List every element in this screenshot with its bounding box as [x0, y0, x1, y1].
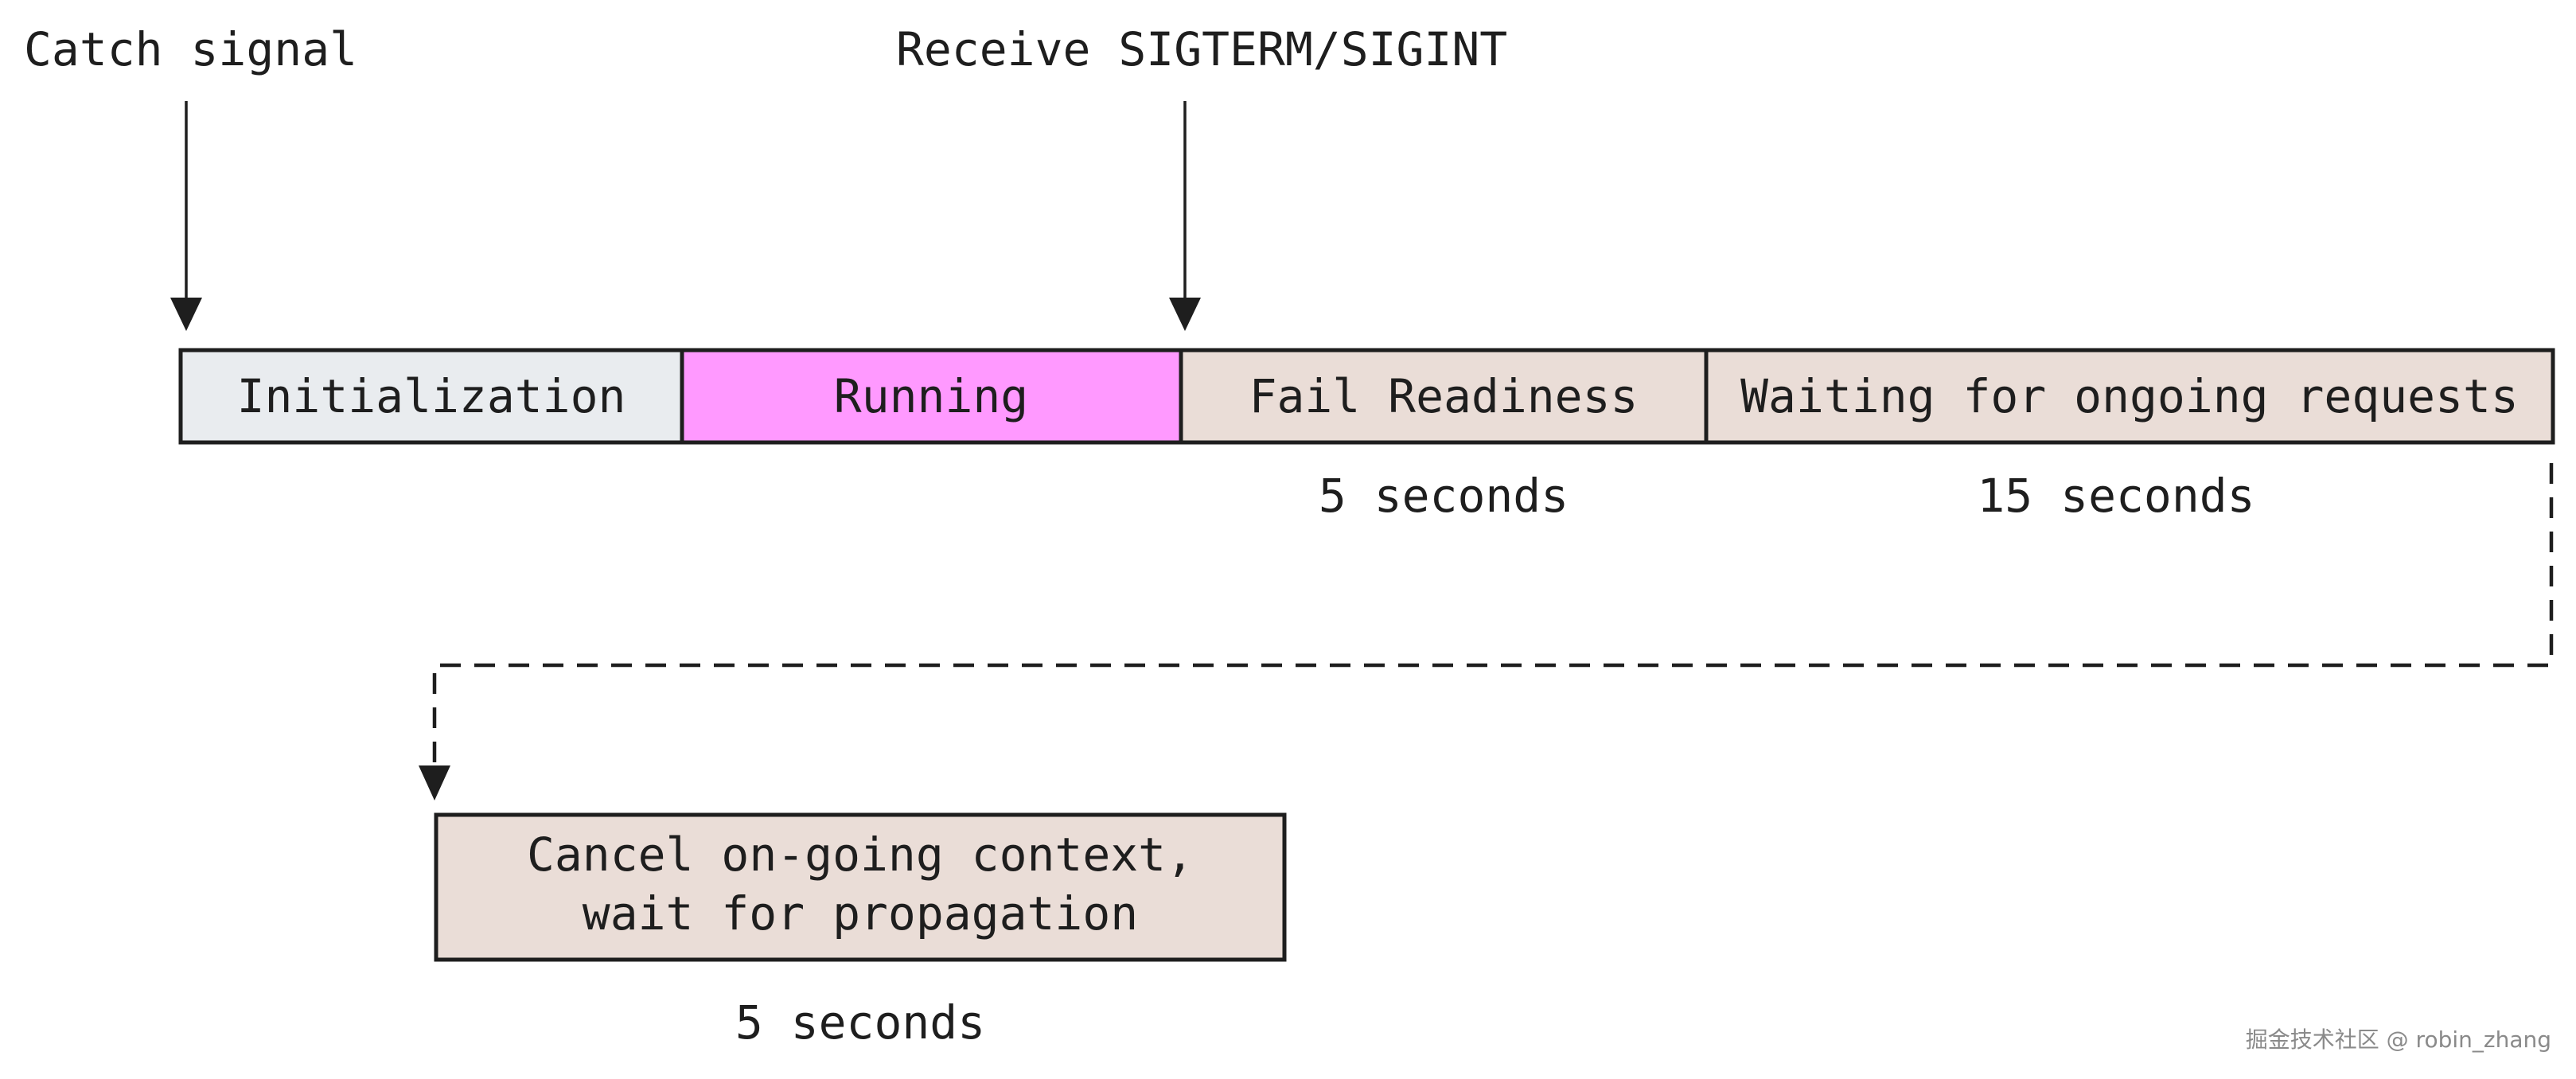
cancel-step-duration: 5 seconds — [735, 995, 985, 1050]
fail-readiness-duration: 5 seconds — [1319, 469, 1569, 523]
catch-signal-arrowhead — [170, 298, 202, 331]
receive-signal-label: Receive SIGTERM/SIGINT — [896, 22, 1507, 76]
cancel-step-box — [434, 812, 1287, 962]
segment-fail-readiness — [1179, 348, 1709, 445]
cancel-step-line2: wait for propagation — [583, 886, 1138, 941]
catch-signal-label: Catch signal — [24, 22, 357, 76]
segment-waiting-requests — [1704, 348, 2555, 445]
segment-fail-readiness-label: Fail Readiness — [1249, 369, 1639, 423]
segment-running-label: Running — [834, 369, 1028, 423]
cancel-step-line1: Cancel on-going context, — [527, 828, 1194, 882]
segment-waiting-requests-label: Waiting for ongoing requests — [1740, 369, 2519, 423]
waiting-requests-duration: 15 seconds — [1977, 469, 2254, 523]
segment-initialization-label: Initialization — [237, 369, 626, 423]
dashed-connector — [432, 463, 2554, 764]
segment-running — [680, 348, 1183, 445]
dashed-connector-arrowhead — [419, 765, 450, 800]
timeline-bar: Initialization Running Fail Readiness Wa… — [178, 348, 2555, 445]
receive-signal-arrowhead — [1169, 298, 1201, 331]
watermark: 掘金技术社区 @ robin_zhang — [2246, 1026, 2551, 1053]
